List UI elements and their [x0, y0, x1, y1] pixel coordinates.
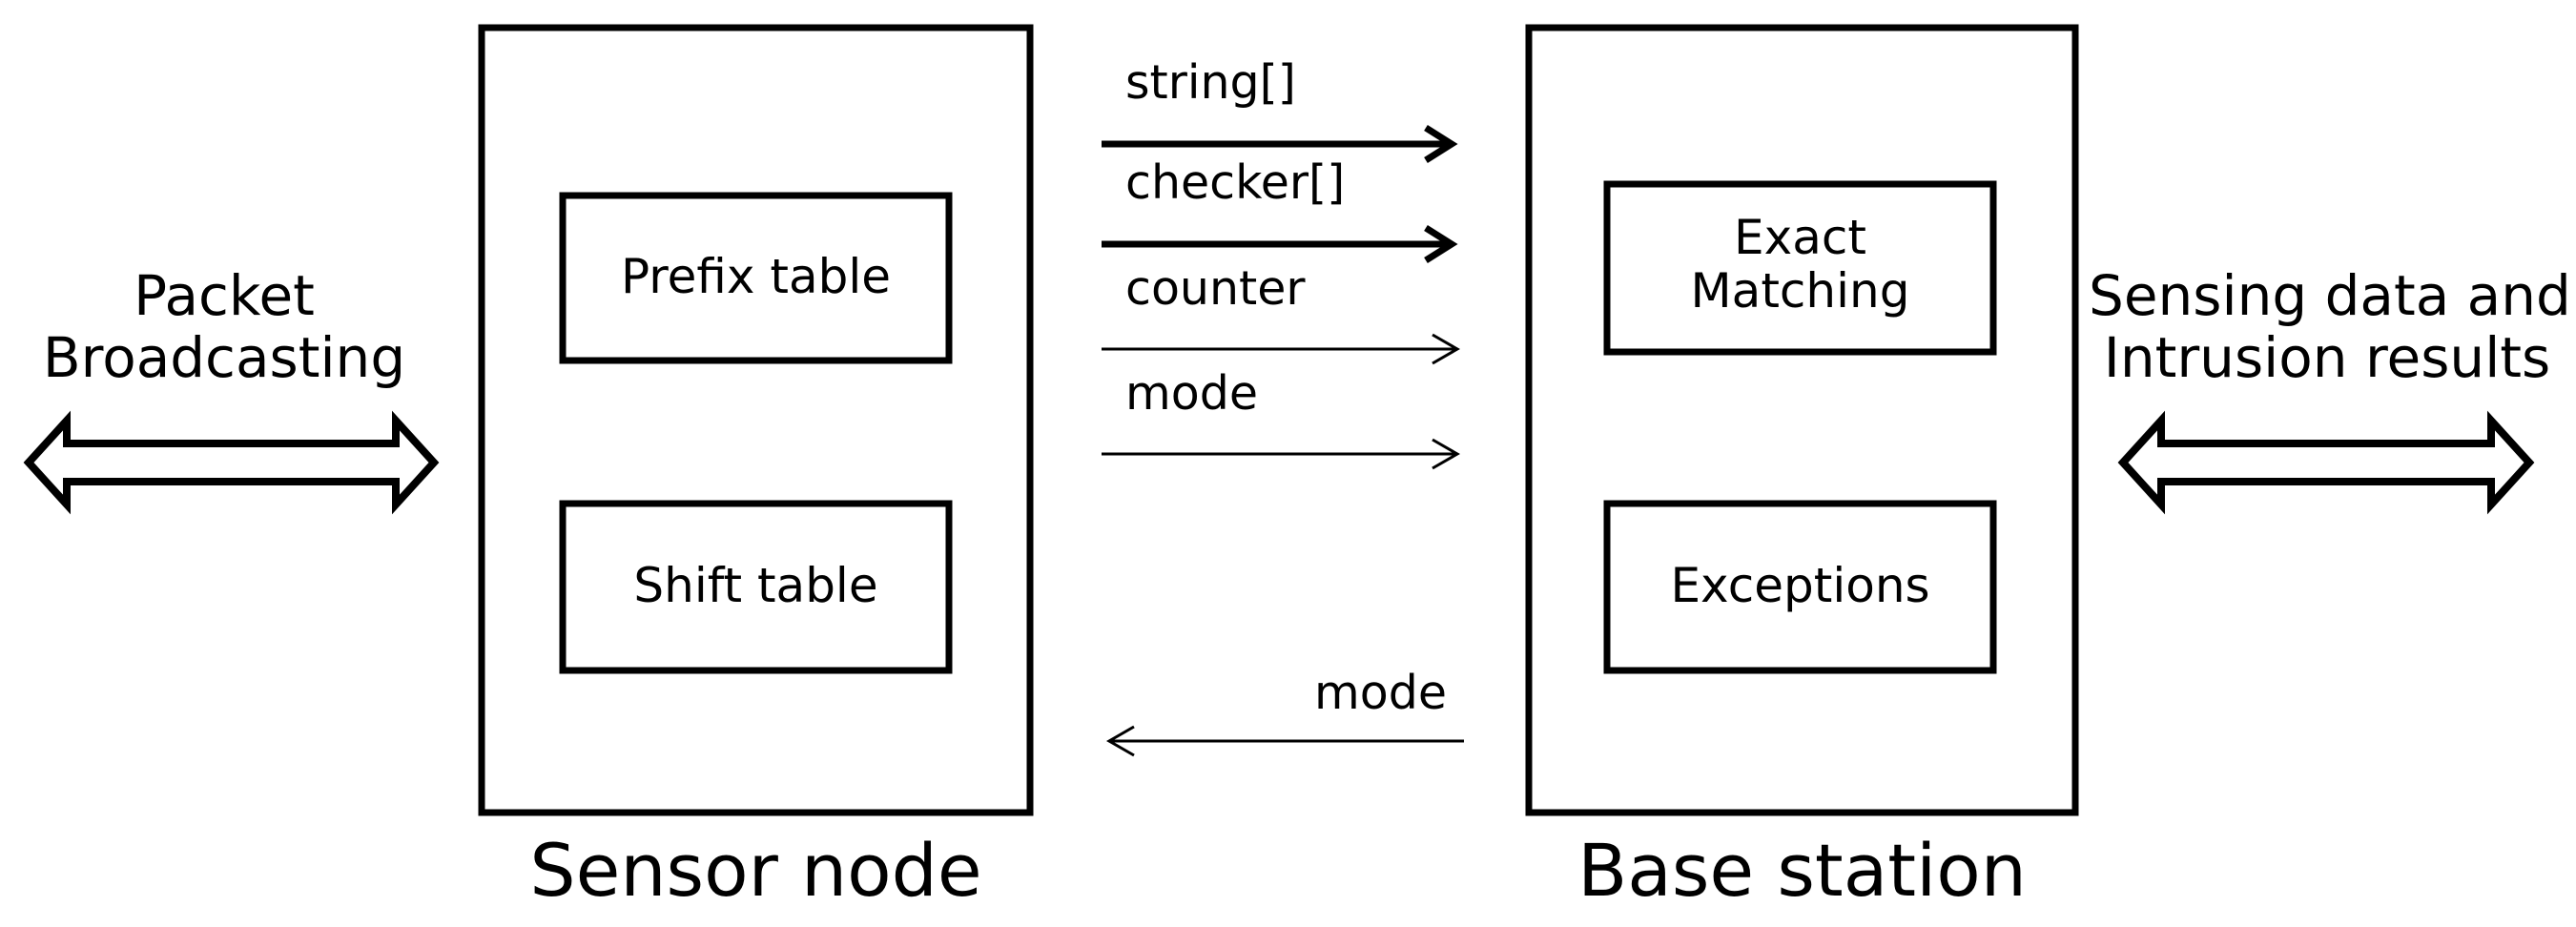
packet-broadcasting-label: Packet Broadcasting [19, 265, 429, 389]
counter-arrow [1102, 333, 1461, 365]
mode-to-base-arrow [1102, 438, 1461, 470]
exact-matching-box [1603, 180, 1997, 356]
shift-table-box [559, 500, 953, 674]
checker-arrow [1102, 225, 1458, 263]
base-station-box [1525, 24, 2079, 816]
sensor-node-caption: Sensor node [529, 828, 982, 913]
sensing-results-label: Sensing data and Intrusion results [2089, 263, 2571, 390]
exact-matching-line-2: Matching [1690, 263, 1910, 319]
mode-to-base-label: mode [1125, 366, 1258, 421]
packet-broadcasting-line-2: Broadcasting [42, 324, 406, 390]
mode-to-sensor-label: mode [1314, 666, 1447, 720]
exact-matching-line-1: Exact [1734, 210, 1866, 265]
base-station-caption: Base station [1577, 828, 2027, 913]
string-arrow [1102, 125, 1458, 163]
sensing-results-double-arrow [2117, 410, 2535, 515]
exceptions-label: Exceptions [1670, 558, 1930, 613]
prefix-table-box [559, 192, 953, 364]
mode-to-sensor-arrow [1105, 725, 1464, 757]
checker-arrow-label: checker[] [1125, 155, 1346, 210]
packet-broadcasting-line-1: Packet [134, 263, 315, 328]
exact-matching-label: Exact Matching [1607, 211, 1993, 318]
sensing-results-line-1: Sensing data and [2089, 263, 2571, 328]
string-arrow-label: string[] [1125, 55, 1296, 110]
sensing-results-line-2: Intrusion results [2103, 324, 2551, 390]
prefix-table-label: Prefix table [620, 249, 892, 304]
packet-broadcast-double-arrow [23, 410, 440, 515]
counter-arrow-label: counter [1125, 261, 1306, 316]
exceptions-box [1603, 500, 1997, 674]
shift-table-label: Shift table [633, 558, 878, 613]
sensor-node-box [478, 24, 1034, 816]
